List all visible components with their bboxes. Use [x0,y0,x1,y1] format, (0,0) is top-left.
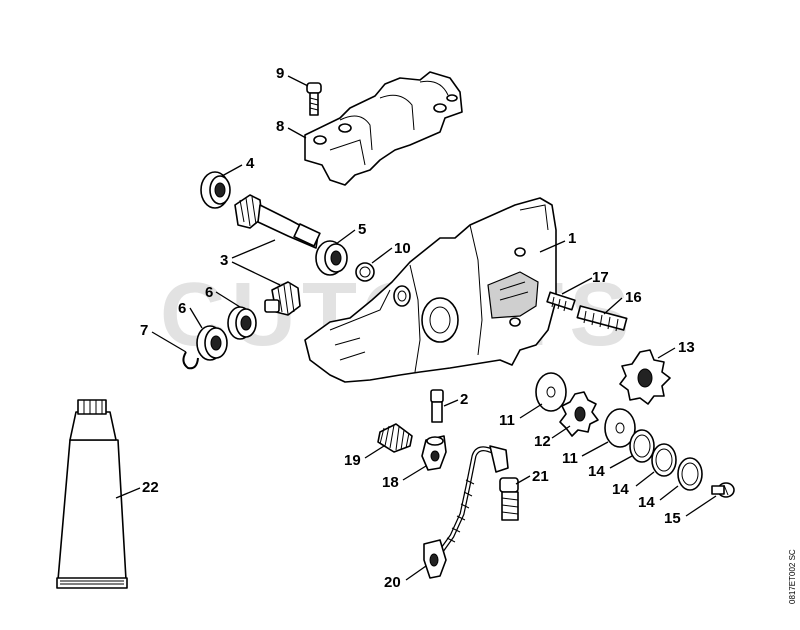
callout-19: 19 [344,452,361,469]
callout-14a: 14 [588,463,605,480]
callout-12: 12 [534,433,551,450]
part-11-washer-b[interactable] [604,408,636,448]
part-3-bevel-gear-lower[interactable] [264,281,301,316]
part-14-washer-a[interactable] [629,429,655,463]
part-18-fitting[interactable] [421,435,447,471]
callout-6a: 6 [205,284,213,301]
part-21-pickup-body[interactable] [499,477,519,521]
part-8-bearing-housing[interactable] [304,71,463,186]
part-6-ball-bearing-b[interactable] [196,325,228,361]
callout-18: 18 [382,474,399,491]
callout-1: 1 [568,230,576,247]
callout-21: 21 [532,468,549,485]
callout-22: 22 [142,479,159,496]
callout-11a: 11 [499,412,515,429]
part-11-washer-a[interactable] [535,372,567,412]
callout-20: 20 [384,574,401,591]
part-14-washer-b[interactable] [651,443,677,477]
part-10-ring[interactable] [355,262,375,282]
part-16-stud[interactable] [576,305,628,332]
part-9-screw[interactable] [306,82,322,116]
part-1-gear-housing[interactable] [304,197,557,383]
callout-11b: 11 [562,450,578,467]
part-2-pin[interactable] [430,389,444,423]
callout-14c: 14 [638,494,655,511]
part-7-circlip[interactable] [182,351,199,370]
callout-7: 7 [140,322,148,339]
part-20-oil-hose[interactable] [423,445,509,579]
part-13-sprocket[interactable] [619,349,671,405]
callout-9: 9 [276,65,284,82]
document-code: 0817ET002 SC [788,549,797,604]
part-4-ball-bearing[interactable] [200,171,231,209]
callout-17: 17 [592,269,609,286]
part-12-sprocket[interactable] [559,391,599,437]
part-22-grease-tube[interactable] [56,399,128,589]
part-19-spring[interactable] [377,423,413,453]
callout-5: 5 [358,221,366,238]
callout-labels: 9 8 4 5 1 10 3 17 6 16 6 7 13 2 11 12 19… [140,65,695,591]
part-6-ball-bearing-a[interactable] [227,306,257,340]
part-17-stud[interactable] [546,291,576,312]
part-5-ball-bearing[interactable] [315,240,348,276]
part-3-bevel-gear-upper[interactable] [234,194,321,249]
callout-10: 10 [394,240,411,257]
leader-lines [115,75,717,581]
callout-16: 16 [625,289,642,306]
part-15-screw[interactable] [711,482,735,498]
callout-3: 3 [220,252,228,269]
callout-15: 15 [664,510,681,527]
callout-6b: 6 [178,300,186,317]
part-14-washer-c[interactable] [677,457,703,491]
callout-8: 8 [276,118,284,135]
callout-13: 13 [678,339,695,356]
callout-2: 2 [460,391,468,408]
callout-4: 4 [246,155,255,172]
callout-14b: 14 [612,481,629,498]
